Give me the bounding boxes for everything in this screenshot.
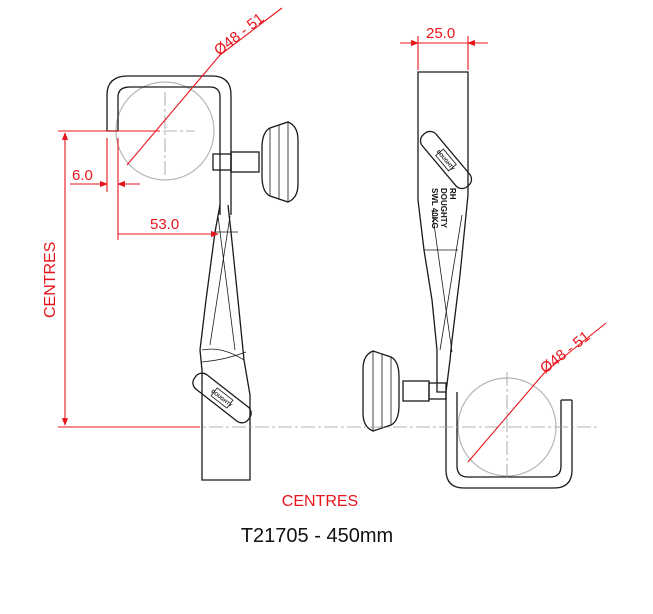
left-clamp-view: DOUGHTY bbox=[106, 75, 299, 481]
dim-lip: 6.0 bbox=[72, 167, 93, 184]
centrelines bbox=[140, 92, 600, 478]
right-knob-ribs bbox=[372, 351, 392, 431]
right-hook bbox=[445, 392, 573, 489]
right-twist-a bbox=[431, 209, 453, 353]
left-nut bbox=[212, 153, 232, 171]
left-twist-c bbox=[201, 348, 245, 361]
left-bolt bbox=[230, 151, 260, 173]
dim-diameter-right: Ø48 - 51 bbox=[537, 328, 593, 377]
right-wing-bolt: DOUGHTY bbox=[419, 130, 473, 190]
right-body bbox=[417, 71, 469, 393]
side-text-3: SWL 40KG bbox=[430, 188, 439, 229]
left-twist-a bbox=[217, 215, 236, 351]
centres-label-vertical: CENTRES bbox=[42, 242, 59, 318]
right-knob bbox=[362, 350, 400, 432]
left-tongue bbox=[199, 204, 251, 481]
side-text-1: RH bbox=[448, 188, 457, 200]
right-side-text: RH DOUGHTY SWL 40KG bbox=[430, 188, 457, 229]
right-clamp-view: DOUGHTY RH DOUGHTY SWL 40KG bbox=[362, 71, 573, 489]
dim-width: 25.0 bbox=[426, 25, 455, 42]
dim-offset: 53.0 bbox=[150, 216, 179, 233]
right-hook-inner bbox=[456, 392, 562, 478]
dia-left-leader-ext bbox=[219, 7, 283, 56]
left-hook-inner bbox=[117, 86, 221, 215]
left-hook bbox=[106, 75, 232, 215]
centres-label-horizontal: CENTRES bbox=[282, 493, 358, 510]
dia-left-leader bbox=[126, 54, 221, 166]
right-twist-b bbox=[439, 214, 463, 351]
dia-right-leader bbox=[467, 371, 546, 463]
side-text-2: DOUGHTY bbox=[439, 188, 448, 229]
left-twist-b bbox=[209, 215, 231, 346]
right-bolt bbox=[402, 380, 430, 402]
left-twist-d bbox=[201, 351, 247, 363]
left-wing-bolt: DOUGHTY bbox=[192, 372, 252, 424]
drawing-title: T21705 - 450mm bbox=[241, 525, 393, 547]
dia-right-leader-ext bbox=[544, 322, 607, 373]
dim-diameter-left: Ø48 - 51 bbox=[211, 10, 267, 59]
left-knob-ribs bbox=[269, 122, 289, 202]
left-knob bbox=[261, 121, 299, 203]
